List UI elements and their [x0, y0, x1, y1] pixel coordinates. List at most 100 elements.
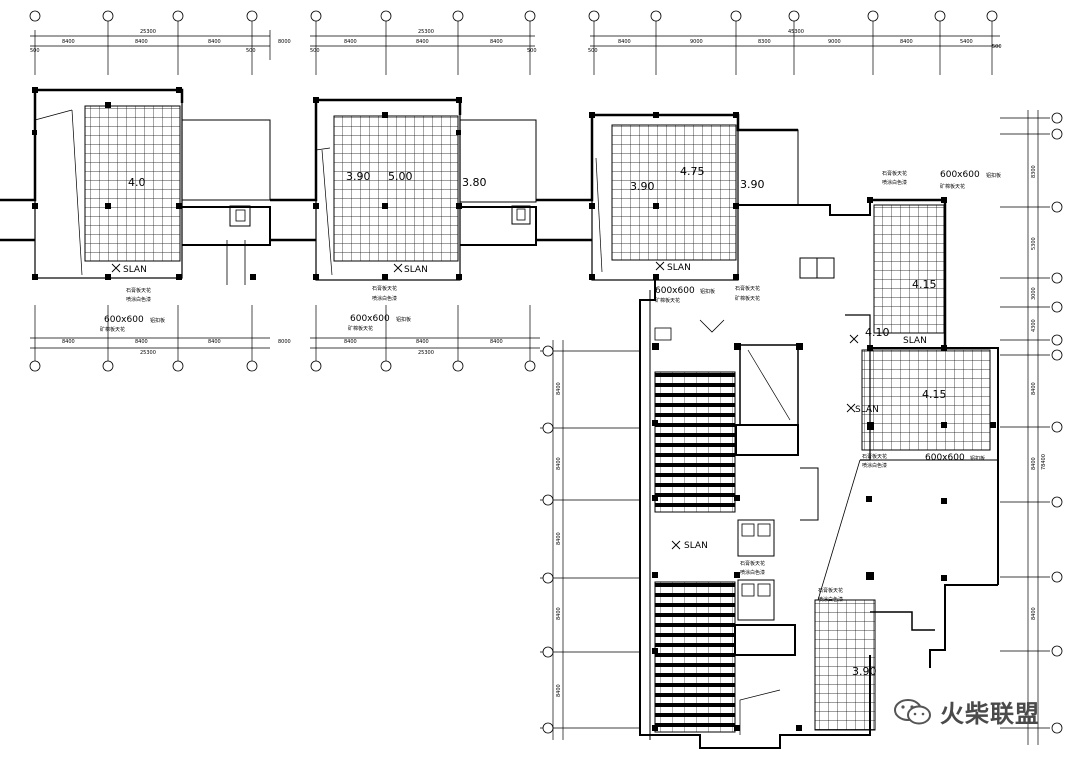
dim-b1-seg: 8400	[208, 339, 221, 345]
dim-t3-seg: 9000	[690, 39, 703, 45]
watermark-text: 火柴联盟	[940, 700, 1040, 728]
right-axis-bubbles	[1051, 112, 1063, 734]
dim-t3-total: 45300	[788, 29, 804, 35]
dim-left-v: 8400	[556, 607, 562, 620]
dim-edge: 500	[246, 48, 256, 54]
tile-size-label: 600x600	[350, 314, 390, 324]
bottom-dimension-band	[30, 305, 540, 368]
ceiling-note: 石膏板天花	[735, 285, 760, 292]
dim-t3-seg: 8400	[900, 39, 913, 45]
diffuser-symbols	[111, 261, 859, 550]
dim-left-v: 8400	[556, 684, 562, 697]
dim-b-total: 25300	[140, 350, 156, 356]
tile-note: 铝扣板	[986, 172, 1001, 179]
dim-right-v: 8400	[1031, 382, 1037, 395]
tile-size-label: 600x600	[655, 286, 695, 296]
dim-left-v: 8400	[556, 382, 562, 395]
bottom-axis-bubbles	[29, 360, 536, 372]
ceiling-height: 3.90	[740, 178, 765, 191]
ceiling-note: 喷涂白色漆	[862, 462, 887, 469]
ceiling-height: 3.90	[852, 665, 877, 678]
right-vertical-dimension	[1000, 110, 1050, 745]
dim-right-v: 8400	[1031, 457, 1037, 470]
dim-left-v: 8400	[556, 532, 562, 545]
dim-t2-seg: 8400	[490, 39, 503, 45]
slan-label: SLAN	[903, 336, 927, 346]
top-dimension-band	[30, 12, 1000, 75]
dim-edge: 500	[588, 48, 598, 54]
dim-edge: 500	[30, 48, 40, 54]
ceiling-height: 3.90	[630, 180, 655, 193]
dim-b-total: 25300	[418, 350, 434, 356]
ceiling-height: 4.75	[680, 165, 705, 178]
ceiling-note: 石膏板天花	[372, 285, 397, 292]
tile-size-label: 600x600	[104, 315, 144, 325]
dim-b1-seg: 8400	[62, 339, 75, 345]
top-axis-bubbles	[29, 10, 998, 22]
ceiling-height: 3.80	[462, 176, 487, 189]
right-wing	[799, 197, 999, 668]
ceiling-height: 4.10	[865, 326, 890, 339]
slan-label: SLAN	[855, 405, 879, 415]
tile-size-label: 600x600	[925, 453, 965, 463]
ceiling-height: 4.15	[922, 388, 947, 401]
slan-label: SLAN	[404, 265, 428, 275]
slan-label: SLAN	[667, 263, 691, 273]
dim-b1-seg: 8400	[135, 339, 148, 345]
dim-right-v: 4300	[1031, 319, 1037, 332]
dim-t1-total: 25300	[140, 29, 156, 35]
ceiling-height: 4.0	[128, 176, 146, 189]
ceiling-note: 喷涂白色漆	[818, 596, 843, 603]
dim-t2-seg: 8400	[416, 39, 429, 45]
ceiling-note: 矿棉板天花	[100, 326, 125, 333]
tile-note: 铝扣板	[396, 316, 411, 323]
block-2	[270, 97, 537, 281]
dim-right-v: 8400	[1031, 607, 1037, 620]
ceiling-note: 石膏板天花	[862, 453, 887, 460]
left-vertical-dimension	[540, 340, 640, 740]
slan-label: SLAN	[684, 541, 708, 551]
ceiling-height: 4.15	[912, 278, 937, 291]
ceiling-note: 喷涂白色漆	[372, 295, 397, 302]
tile-note: 铝扣板	[150, 317, 165, 324]
dim-t1-seg: 8400	[135, 39, 148, 45]
ceiling-height: 3.90	[346, 170, 371, 183]
dim-right-v: 3000	[1031, 287, 1037, 300]
tile-note: 铝扣板	[970, 455, 985, 462]
dim-right-v: 8300	[1031, 165, 1037, 178]
left-axis-bubbles	[542, 345, 554, 734]
ceiling-note: 石膏板天花	[882, 170, 907, 177]
dim-end-seg: 8000	[278, 339, 291, 345]
tile-size-label: 600x600	[940, 170, 980, 180]
ceiling-note: 矿棉板天花	[735, 295, 760, 302]
dim-edge: 500	[310, 48, 320, 54]
dim-t2-total: 25300	[418, 29, 434, 35]
dim-t3-seg: 8300	[758, 39, 771, 45]
watermark: 火柴联盟	[892, 694, 1040, 729]
wechat-logo-icon	[894, 698, 931, 724]
dim-right-v: 5300	[1031, 237, 1037, 250]
dim-left-v: 8400	[556, 457, 562, 470]
tower-block	[639, 280, 935, 749]
dim-b2-seg: 8400	[490, 339, 503, 345]
block-3	[536, 112, 871, 281]
dim-t1-seg: 8400	[208, 39, 221, 45]
dim-t3-seg: 5400	[960, 39, 973, 45]
ceiling-note: 喷涂白色漆	[740, 569, 765, 576]
ceiling-note: 矿棉板天花	[655, 297, 680, 304]
block-1	[0, 87, 271, 285]
dim-end-seg: 8000	[278, 39, 291, 45]
ceiling-height: 5.00	[388, 170, 413, 183]
tile-note: 铝扣板	[700, 288, 715, 295]
dim-t1-seg: 8400	[62, 39, 75, 45]
dim-t3-seg: 9000	[828, 39, 841, 45]
dim-b2-seg: 8400	[416, 339, 429, 345]
dim-edge: 500	[992, 44, 1002, 50]
dim-right-total: 78400	[1041, 454, 1047, 470]
dim-edge: 500	[527, 48, 537, 54]
ceiling-note: 石膏板天花	[126, 287, 151, 294]
dim-b2-seg: 8400	[344, 339, 357, 345]
dim-t2-seg: 8400	[344, 39, 357, 45]
slan-label: SLAN	[123, 265, 147, 275]
